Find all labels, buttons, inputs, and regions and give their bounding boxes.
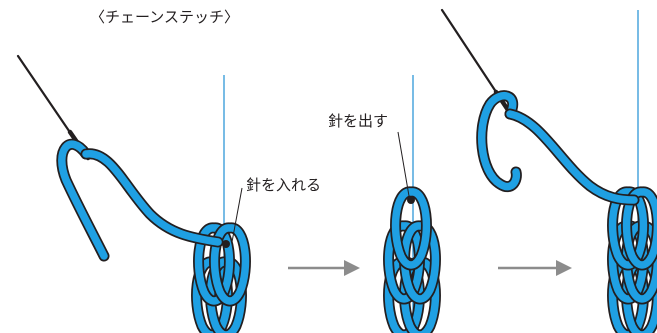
step-1-label: 針を入れる <box>246 176 321 194</box>
thread <box>476 90 640 206</box>
thread <box>56 138 224 262</box>
step-3-panel <box>440 8 657 333</box>
label-leader <box>397 131 410 197</box>
arrow-right-icon <box>498 260 572 276</box>
step-1-panel: 針を入れる <box>16 54 321 333</box>
label-leader <box>231 187 243 243</box>
step-2-label: 針を出す <box>328 112 388 130</box>
step-2-panel: 針を出す <box>328 75 435 333</box>
needle-point <box>222 240 230 248</box>
needle-point <box>407 196 415 204</box>
diagram-title: 〈チェーンステッチ〉 <box>90 8 239 26</box>
arrow-right-icon <box>288 260 360 276</box>
